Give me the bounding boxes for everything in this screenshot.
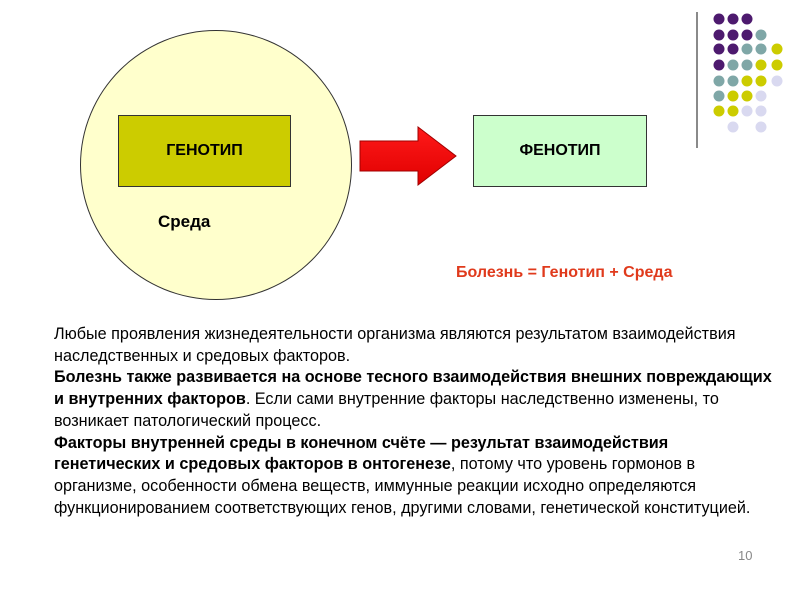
paragraph-2: Болезнь также развивается на основе тесн… xyxy=(54,367,776,432)
dot xyxy=(727,13,739,25)
dot xyxy=(713,43,725,55)
dot xyxy=(755,59,767,71)
dot xyxy=(771,43,783,55)
genotype-label: ГЕНОТИП xyxy=(166,142,243,159)
arrow-right-icon xyxy=(359,125,457,187)
dot xyxy=(741,105,753,117)
decorative-dot-grid xyxy=(713,13,783,133)
dot xyxy=(741,90,753,102)
dot xyxy=(713,29,725,41)
dot xyxy=(727,121,739,133)
dot xyxy=(713,90,725,102)
dot xyxy=(727,43,739,55)
phenotype-label: ФЕНОТИП xyxy=(519,142,601,159)
dot xyxy=(713,105,725,117)
dot xyxy=(755,121,767,133)
dot xyxy=(755,29,767,41)
phenotype-box: ФЕНОТИП xyxy=(473,115,647,187)
dot xyxy=(741,29,753,41)
dot xyxy=(741,59,753,71)
environment-label: Среда xyxy=(158,212,211,231)
dot xyxy=(727,90,739,102)
paragraph-3-bold: Факторы внутренней среды в конечном счёт… xyxy=(54,433,669,474)
dot xyxy=(755,75,767,87)
dot xyxy=(741,43,753,55)
dot xyxy=(741,75,753,87)
dot xyxy=(741,13,753,25)
dot xyxy=(713,75,725,87)
paragraph-2-rest: . Если сами внутренние факторы наследств… xyxy=(54,390,719,430)
dot xyxy=(755,43,767,55)
dot xyxy=(713,59,725,71)
dot xyxy=(771,59,783,71)
dot xyxy=(755,90,767,102)
dot xyxy=(771,75,783,87)
paragraph-1: Любые проявления жизнедеятельности орган… xyxy=(54,325,736,365)
dot xyxy=(727,75,739,87)
paragraph-2-bold: Болезнь также развивается на основе тесн… xyxy=(54,368,772,409)
genotype-box: ГЕНОТИП xyxy=(118,115,291,187)
dot xyxy=(727,29,739,41)
body-text: Любые проявления жизнедеятельности орган… xyxy=(54,324,776,519)
dot xyxy=(727,105,739,117)
dot xyxy=(713,13,725,25)
paragraph-3: Факторы внутренней среды в конечном счёт… xyxy=(54,433,776,520)
slide-number: 10 xyxy=(738,548,753,563)
paragraph-3-rest: , потому что уровень гормонов в организм… xyxy=(54,455,751,517)
disease-formula: Болезнь = Генотип + Среда xyxy=(456,264,673,281)
dot xyxy=(755,105,767,117)
dot xyxy=(727,59,739,71)
decorative-vertical-line xyxy=(696,12,698,148)
